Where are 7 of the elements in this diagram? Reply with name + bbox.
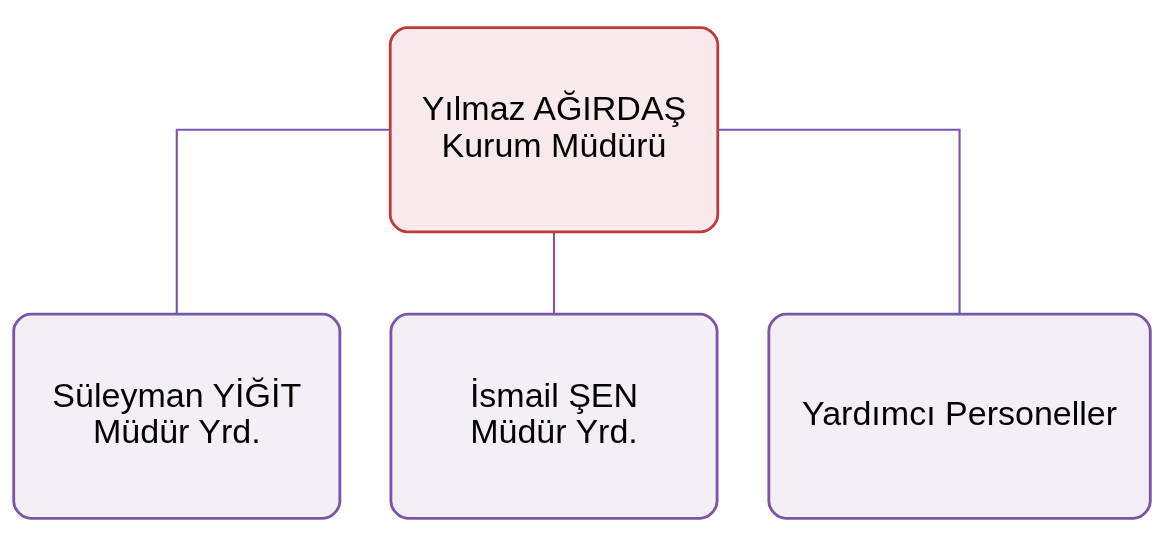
node-box: Yardımcı Personeller — [767, 312, 1152, 520]
connector — [717, 128, 961, 315]
connector — [175, 128, 391, 315]
connector — [552, 231, 556, 315]
node-box: Yılmaz AĞIRDAŞ Kurum Müdürü — [388, 26, 720, 234]
node-box: İsmail ŞEN Müdür Yrd. — [389, 312, 719, 520]
node-box: Süleyman YİĞİT Müdür Yrd. — [12, 312, 342, 520]
